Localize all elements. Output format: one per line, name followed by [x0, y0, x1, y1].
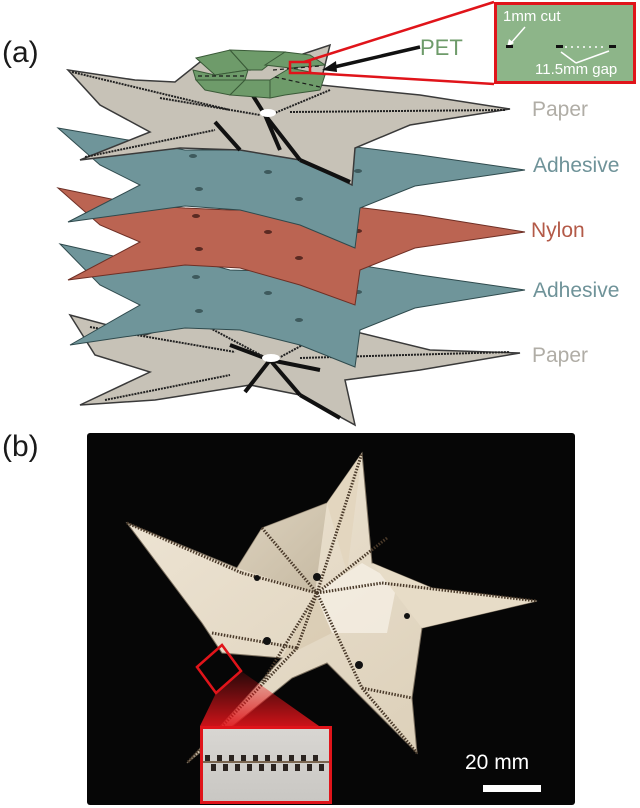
nylon-layer: [56, 187, 526, 306]
layer-label-paper-bottom: Paper: [532, 344, 589, 367]
pet-layer: [192, 49, 327, 99]
assembled-origami-photo: 20 mm: [87, 433, 575, 805]
layer-label-pet: PET: [420, 35, 463, 60]
zipper-detail: [203, 755, 329, 771]
pet-callout: [288, 0, 495, 86]
gap-length-label: 11.5mm gap: [535, 61, 618, 78]
panel-a-label: (a): [2, 36, 39, 69]
layer-label-nylon: Nylon: [531, 219, 585, 242]
cut-gap-arrows: [506, 26, 616, 64]
layer-label-adhesive-upper: Adhesive: [533, 154, 620, 177]
adhesive-layer-lower: [58, 243, 526, 368]
scale-bar: [483, 785, 541, 792]
panel-b-label: (b): [2, 430, 39, 463]
cut-detail-inset: 1mm cut 11.5mm gap: [494, 2, 636, 84]
seam-highlight: [195, 643, 319, 726]
scale-bar-label: 20 mm: [465, 751, 530, 774]
origami-star: [125, 451, 538, 765]
pet-arrow: [322, 45, 421, 72]
layer-label-adhesive-lower: Adhesive: [533, 279, 620, 302]
exploded-layer-diagram: [56, 0, 526, 427]
cut-length-label: 1mm cut: [503, 8, 561, 25]
seam-zoom-inset: [200, 726, 332, 804]
layer-label-paper-top: Paper: [532, 98, 589, 121]
